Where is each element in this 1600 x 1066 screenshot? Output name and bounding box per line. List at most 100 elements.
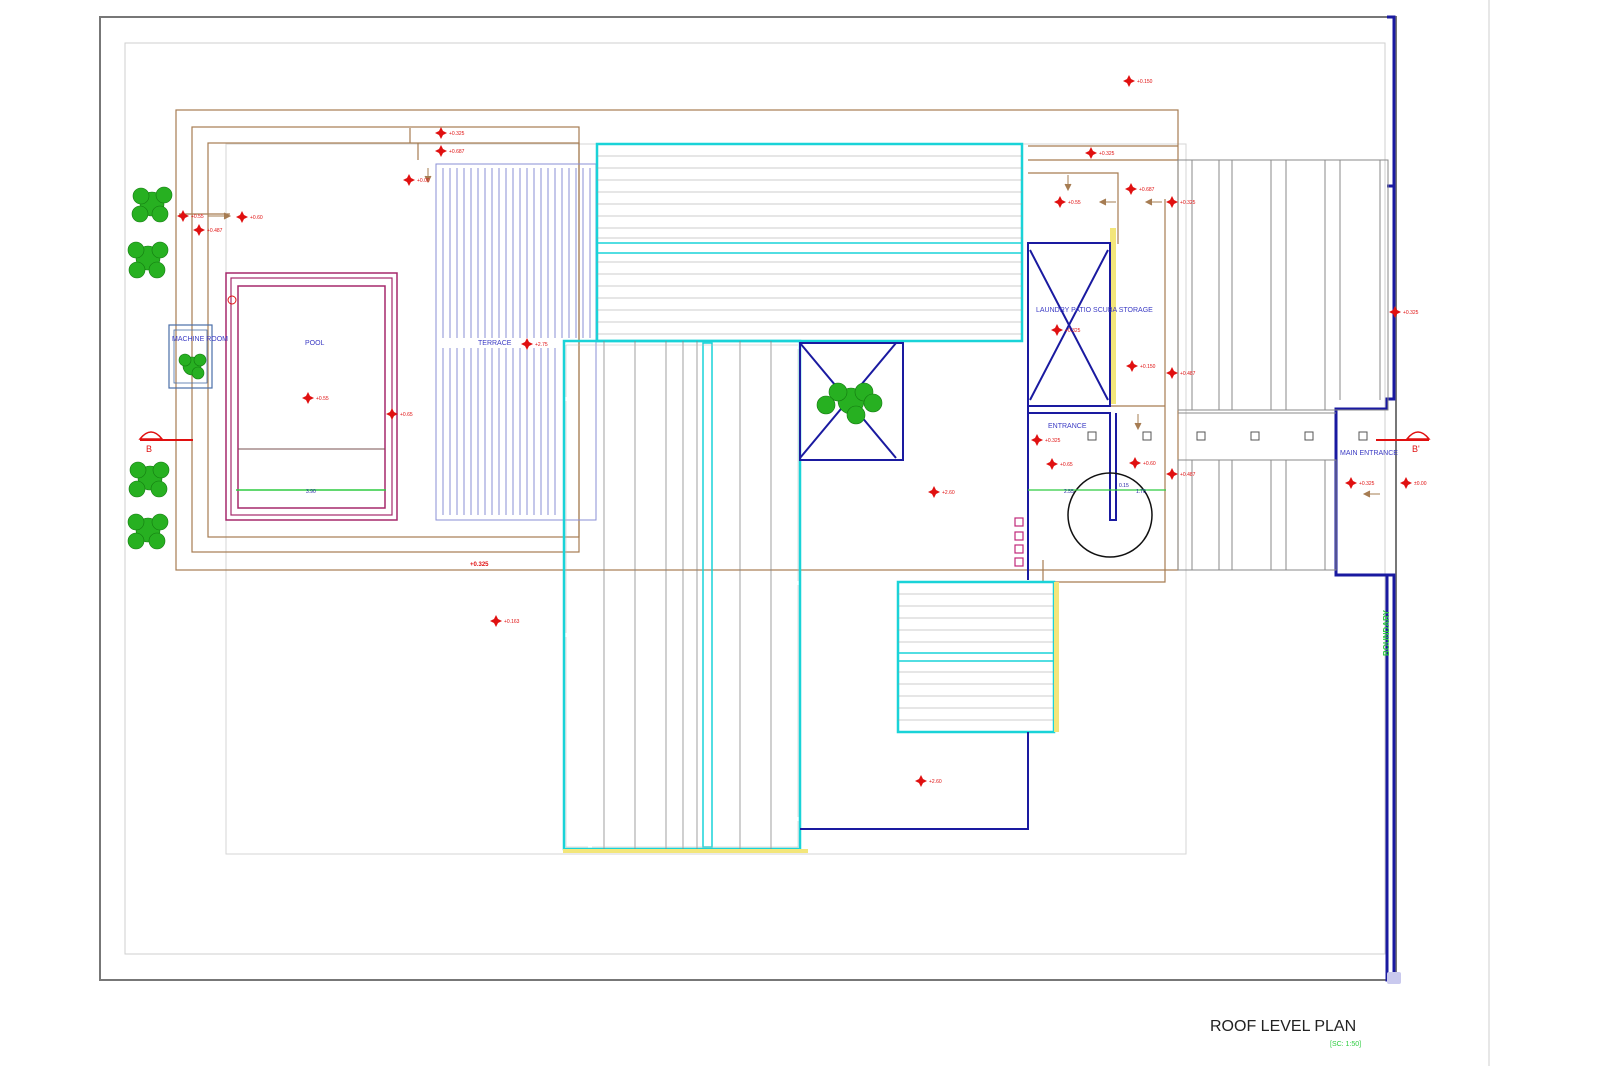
- level-value: +0.00: [417, 178, 430, 184]
- level-marker: +0.00: [403, 174, 430, 186]
- level-value: +0.325: [449, 131, 465, 137]
- level-value: +0.487: [1180, 472, 1196, 478]
- laundry-label: LAUNDRY PATIO SCUBA STORAGE: [1036, 307, 1153, 314]
- level-marker: +0.60: [236, 211, 263, 223]
- level-diamond-icon: [403, 174, 415, 186]
- tree-icon: [127, 186, 883, 550]
- section-marker-left: B: [138, 431, 193, 454]
- drain-arrows: [208, 168, 1380, 498]
- level-marker: +0.55: [302, 392, 329, 404]
- level-marker: +0.325: [1345, 477, 1375, 489]
- level-diamond-icon: [1400, 477, 1412, 489]
- drawing-scale: [SC: 1:50]: [1330, 1041, 1361, 1048]
- level-value: +0.55: [1068, 200, 1081, 206]
- roof-slab-main: [562, 339, 802, 851]
- terrace-slats: [442, 168, 591, 515]
- level-diamond-icon: [490, 615, 502, 627]
- level-value: +0.150: [1140, 364, 1156, 370]
- machine-room-label: MACHINE ROOM: [172, 336, 228, 343]
- level-marker: +0.687: [1125, 183, 1155, 195]
- entrance-dim-b: 1.70: [1136, 489, 1146, 495]
- entrance-column-markers: [1014, 517, 1024, 567]
- level-marker: +0.65: [1046, 458, 1073, 470]
- pergola-columns: [1087, 431, 1368, 441]
- pool: [225, 272, 398, 521]
- level-value: +2.60: [942, 490, 955, 496]
- entrance-label: ENTRANCE: [1048, 423, 1087, 430]
- level-diamond-icon: [521, 338, 533, 350]
- level-marker: +0.487: [1166, 468, 1196, 480]
- terrace-label: TERRACE: [478, 340, 512, 347]
- level-value: +0.60: [250, 215, 263, 221]
- level-marker: +0.55: [1054, 196, 1081, 208]
- level-value: +0.60: [1143, 461, 1156, 467]
- level-value: +0.687: [1139, 187, 1155, 193]
- level-marker: ±0.00: [1400, 477, 1427, 489]
- level-diamond-icon: [435, 145, 447, 157]
- level-marker: +2.75: [521, 338, 548, 350]
- entrance-dim-a: 2.55: [1064, 489, 1074, 495]
- level-diamond-icon: [1125, 183, 1137, 195]
- pergola-structure: [1177, 159, 1389, 571]
- machine-room-inner: [173, 329, 208, 384]
- level-value: +2.60: [929, 779, 942, 785]
- drawing-title: ROOF LEVEL PLAN: [1210, 1018, 1356, 1035]
- level-diamond-icon: [1129, 457, 1141, 469]
- level-value: +0.487: [207, 228, 223, 234]
- level-value: +0.325: [1359, 481, 1375, 487]
- roof-slab-main-hatch: [565, 344, 799, 848]
- level-diamond-icon: [1126, 360, 1138, 372]
- section-marker-right: B': [1376, 431, 1431, 454]
- level-diamond-icon: [915, 775, 927, 787]
- level-value: +2.75: [535, 342, 548, 348]
- level-value: +0.687: [449, 149, 465, 155]
- level-diamond-icon: [928, 486, 940, 498]
- level-marker: +0.325: [1389, 306, 1419, 318]
- level-value: +0.55: [316, 396, 329, 402]
- roof-slab-upper: [595, 142, 1024, 343]
- level-diamond-icon: [1166, 196, 1178, 208]
- level-value: ±0.00: [1414, 481, 1427, 487]
- level-diamond-icon: [1389, 306, 1401, 318]
- level-marker: +0.325: [1166, 196, 1196, 208]
- level-value: +0.163: [504, 619, 520, 625]
- level-diamond-icon: [1046, 458, 1058, 470]
- pool-label: POOL: [305, 340, 325, 347]
- level-diamond-icon: [435, 127, 447, 139]
- level-marker: +0.325: [435, 127, 465, 139]
- pool-width-dimension: 3.90: [306, 489, 316, 495]
- main-entrance-label: MAIN ENTRANCE: [1340, 450, 1398, 457]
- level-marker: +0.325: [1085, 147, 1115, 159]
- level-diamond-icon: [1031, 434, 1043, 446]
- machine-room: [168, 324, 213, 389]
- level-marker: +0.150: [1126, 360, 1156, 372]
- level-marker: +0.60: [1129, 457, 1156, 469]
- level-diamond-icon: [1166, 468, 1178, 480]
- level-diamond-icon: [236, 211, 248, 223]
- level-diamond-icon: [1123, 75, 1135, 87]
- level-marker: +0.687: [435, 145, 465, 157]
- level-diamond-icon: [1345, 477, 1357, 489]
- svg-text:B': B': [1412, 444, 1420, 454]
- roof-slab-main-gutter: [563, 849, 808, 853]
- level-value: +0.325: [1403, 310, 1419, 316]
- roof-slab-small-gutter: [1054, 582, 1059, 732]
- boundary-end-marker: [1387, 972, 1401, 984]
- level-value: +0.150: [1137, 79, 1153, 85]
- boundary-label: BOUNDARY: [1382, 609, 1391, 656]
- roof-level-callout: +0.325: [470, 562, 489, 568]
- level-diamond-icon: [302, 392, 314, 404]
- level-diamond-icon: [386, 408, 398, 420]
- level-value: +0.65: [400, 412, 413, 418]
- level-marker: +2.60: [928, 486, 955, 498]
- plot-outline: [225, 143, 1187, 855]
- level-markers: +0.150 +0.325 +0.687 +0.00 +0.487 +0.60 +0.55 +…: [177, 75, 1427, 787]
- level-marker: +0.487: [193, 224, 223, 236]
- svg-text:B: B: [146, 444, 152, 454]
- level-marker: +0.325: [1031, 434, 1061, 446]
- outer-frame: [99, 16, 1397, 981]
- level-diamond-icon: [1085, 147, 1097, 159]
- level-value: +0.65: [1060, 462, 1073, 468]
- entrance-canopy-circle: [1067, 472, 1153, 558]
